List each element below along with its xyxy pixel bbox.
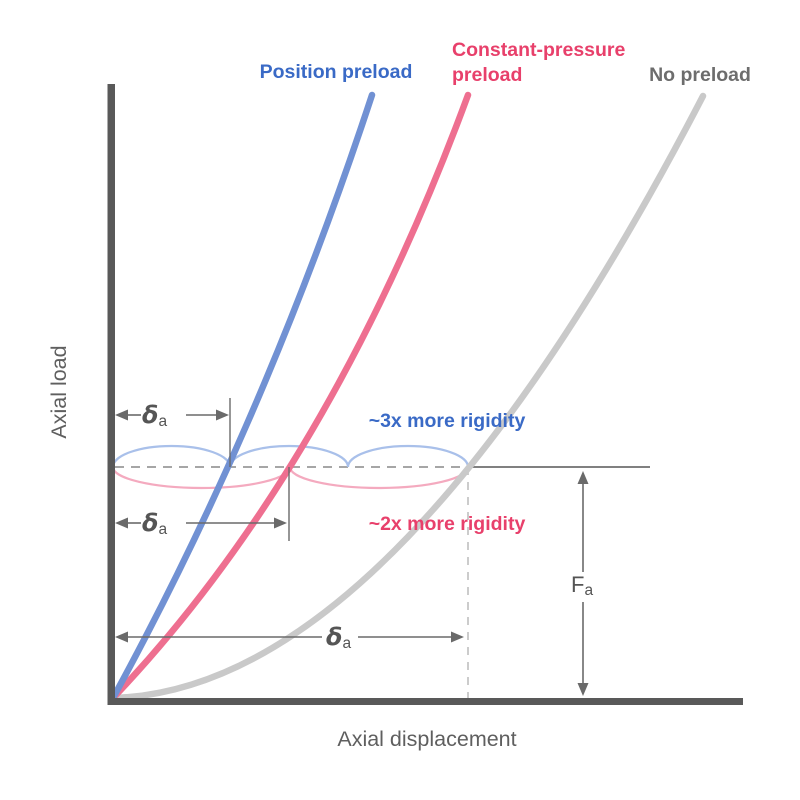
legend-constant-pressure-line2: preload — [452, 64, 522, 86]
y-axis — [107, 84, 115, 705]
delta-arrow-no-preload: δa — [115, 623, 464, 652]
rigidity-annotation-blue: ~3x more rigidity — [369, 410, 526, 432]
force-arrow-fa: Fa — [571, 471, 593, 696]
arrowhead-left-icon — [115, 631, 128, 643]
y-axis-title: Axial load — [47, 345, 71, 438]
blue-rigidity-brace-arcs — [111, 444, 470, 469]
fa-label: Fa — [571, 572, 593, 599]
curve-no-preload — [109, 92, 707, 702]
legend-constant-pressure-line1: Constant-pressure — [452, 39, 626, 61]
x-axis — [107, 698, 743, 705]
arrowhead-left-icon — [115, 517, 128, 529]
delta-a-label: δa — [326, 623, 352, 652]
rigidity-annotation-pink: ~2x more rigidity — [369, 513, 526, 535]
delta-arrow-position-preload: δa — [115, 401, 229, 430]
delta-arrow-constant-pressure: δa — [115, 509, 287, 538]
delta-a-label: δa — [142, 401, 168, 430]
legend-no-preload: No preload — [649, 64, 751, 86]
arrowhead-up-icon — [577, 471, 589, 484]
arrowhead-left-icon — [115, 409, 128, 421]
arrowhead-down-icon — [577, 683, 589, 696]
arrowhead-right-icon — [216, 409, 229, 421]
delta-a-label: δa — [142, 509, 168, 538]
curve-position-preload — [109, 91, 376, 702]
legend-position-preload: Position preload — [260, 61, 413, 83]
legend-constant-pressure-preload: Constant-pressure preload — [452, 39, 626, 86]
curve-constant-pressure-preload — [109, 91, 472, 702]
x-axis-title: Axial displacement — [337, 727, 516, 751]
arrowhead-right-icon — [274, 517, 287, 529]
arrowhead-right-icon — [451, 631, 464, 643]
